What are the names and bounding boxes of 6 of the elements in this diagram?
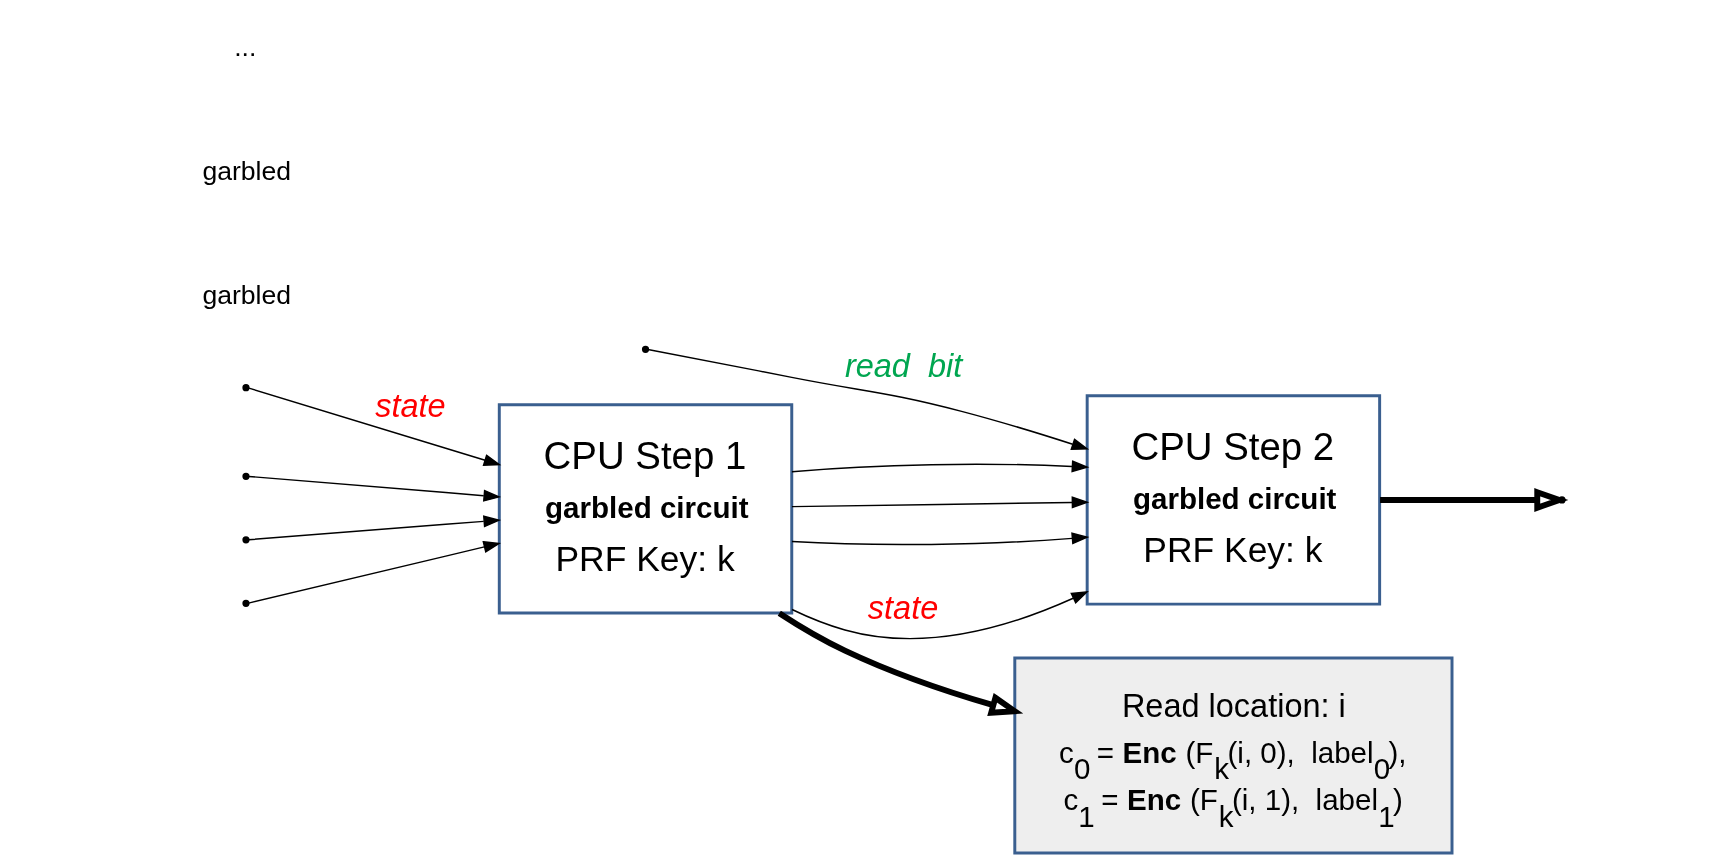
label: garbled <box>201 280 291 311</box>
edge-label: state <box>374 387 446 424</box>
label: garbled <box>201 156 291 187</box>
label: ... <box>233 31 256 62</box>
edge-label: read bit <box>844 347 962 384</box>
edge-label: state <box>867 590 938 627</box>
